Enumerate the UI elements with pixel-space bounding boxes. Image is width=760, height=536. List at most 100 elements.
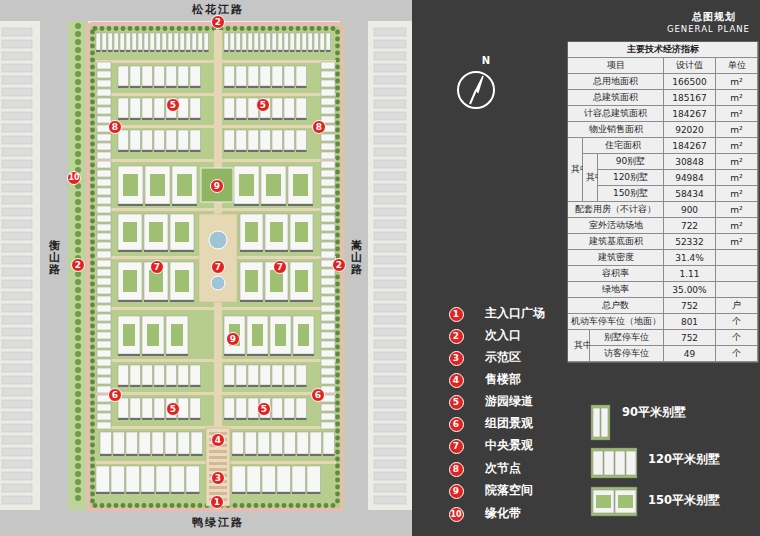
neighbour-building [374,496,406,504]
villa-unit [192,33,197,50]
tree [335,128,340,133]
tree [90,37,95,42]
callout-number: 8 [312,120,326,134]
villa-unit [284,398,295,418]
table-cell: 90别墅 [598,154,664,170]
villa-unit [321,359,335,366]
tree [75,351,81,357]
villa-unit [321,305,335,312]
tree [90,247,95,252]
tree [335,121,340,126]
tree [310,503,315,508]
villa-shadow [132,50,137,52]
villa-shadow [224,86,235,88]
villa-unit [142,130,153,150]
tree [177,503,182,508]
villa-shadow [178,118,189,120]
villa-unit [265,214,288,250]
tree [90,254,95,259]
villa-unit [296,130,307,150]
villa-unit [118,214,142,250]
villa-unit [97,323,111,330]
tree [142,503,147,508]
villa-unit [97,98,111,105]
table-cell: 35.00% [664,282,716,298]
villa-unit [97,368,111,375]
table-cell: m² [716,74,758,90]
neighbour-building [2,124,32,132]
tree [335,401,340,406]
callout-number: 2 [332,258,346,272]
tree [90,240,95,245]
tree [335,352,340,357]
villa-shadow [296,150,307,152]
tree [90,121,95,126]
villa-unit [118,398,129,418]
tree [90,205,95,210]
tree [75,495,81,501]
villa-shadow [310,454,322,456]
villa-shadow [156,50,161,52]
tree [90,422,95,427]
villa-unit [97,161,111,168]
table-cell: 752 [664,330,716,346]
villa-unit [323,432,335,454]
villa-unit [132,33,137,50]
villa-unit [321,332,335,339]
villa-shadow [154,385,165,387]
tree [90,296,95,301]
table-cell: 58434 [664,186,716,202]
table-text: 总建筑面积 [593,91,638,104]
villa-shadow [236,385,247,387]
villa-unit [190,365,201,385]
villa-unit [130,398,141,418]
villa-shadow [290,300,313,302]
tree [335,170,340,175]
neighbour-building [374,448,406,456]
road-name: 鸭绿江路 [192,517,244,530]
tree [90,429,95,434]
villa-shadow [240,250,263,252]
table-text: 室外活动场地 [589,219,643,232]
tree [90,373,95,378]
tree [90,93,95,98]
villa-unit [272,365,283,385]
tree [335,485,340,490]
neighbour-building [374,436,406,444]
villa-unit [236,33,241,50]
table-text: m² [730,205,742,215]
neighbour-building [374,208,406,216]
courtyard-green [123,174,138,196]
villa-shadow [111,492,125,494]
neighbour-building [2,136,32,144]
villa-unit [292,466,306,492]
table-cell [716,250,758,266]
villa-shadow [190,150,201,152]
villa-shadow [113,454,125,456]
tree [335,219,340,224]
legend-sample [591,487,637,516]
villa-shadow [272,50,277,52]
legend-sample [591,448,637,478]
table-cell: m² [716,218,758,234]
tree [335,499,340,504]
villa-shadow [204,50,209,52]
tree [90,310,95,315]
tree [254,26,259,31]
tree [75,23,81,29]
villa-shadow [265,250,288,252]
tree [90,226,95,231]
legend-text: 120平米别墅 [648,453,720,466]
villa-unit [142,398,153,418]
neighbour-building [2,364,32,372]
villa-shadow [236,118,247,120]
table-cell: 机动车停车位（地面） [568,314,664,330]
villa-unit [260,130,271,150]
tree [90,331,95,336]
legend-sample [615,490,636,513]
villa-shadow [102,50,107,52]
villa-unit [97,215,111,222]
neighbour-building [374,328,406,336]
villa-shadow [118,118,129,120]
tree [75,63,81,69]
